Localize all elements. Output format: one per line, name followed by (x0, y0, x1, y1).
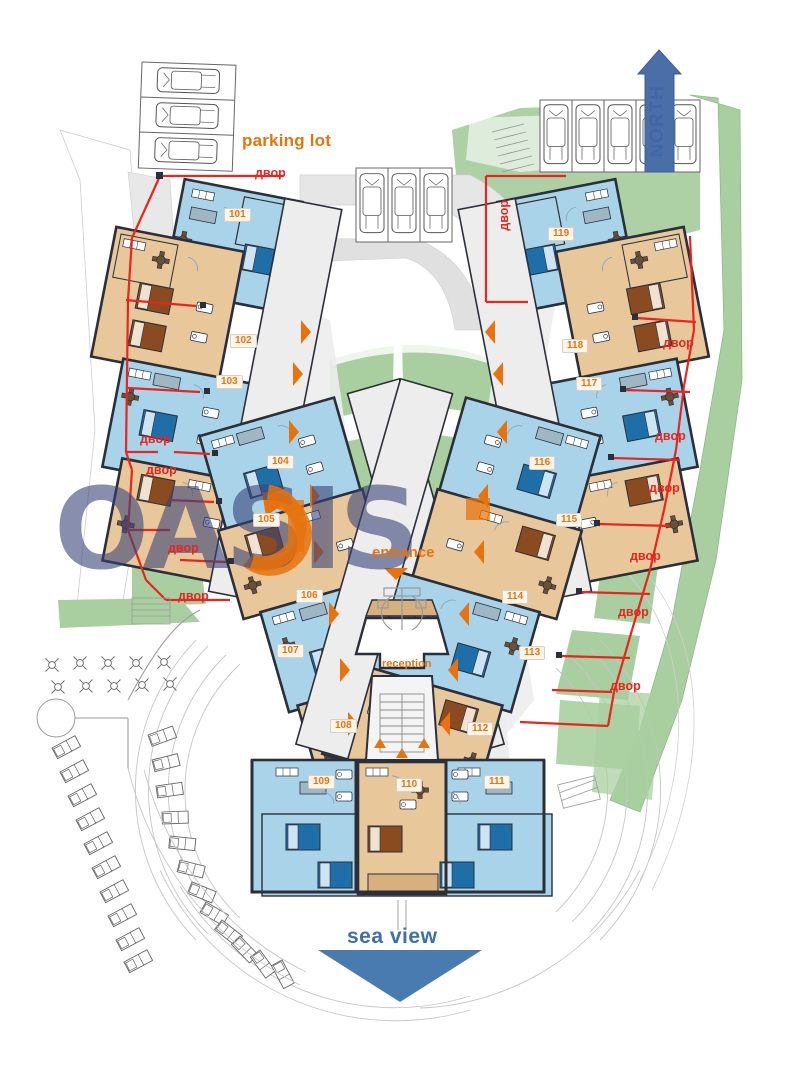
corridor-right-lower (294, 377, 454, 760)
yard-lines-left (124, 174, 284, 602)
sea-view-arrow (318, 950, 482, 1002)
green-belt-right (609, 94, 743, 813)
crosswalk-right (491, 123, 535, 173)
green-right-5 (556, 630, 640, 700)
yard-lines-right (484, 174, 697, 728)
reception-counter (354, 616, 450, 670)
mid-parking (355, 167, 453, 243)
roundabout (36, 609, 201, 768)
steps-left (131, 597, 171, 625)
stair-core (379, 693, 425, 753)
boundary-posts (156, 172, 638, 658)
apt-118-shell (554, 225, 711, 383)
steps-sea (397, 900, 407, 930)
north-arrow (636, 49, 683, 173)
pool-deck-arcs (127, 767, 307, 986)
green-left-5 (58, 598, 200, 628)
wing-bottom (250, 758, 553, 897)
steps-right (557, 775, 601, 809)
top-left-parking (137, 61, 237, 172)
entrance-fountain (377, 587, 427, 631)
reception-block (354, 587, 450, 761)
